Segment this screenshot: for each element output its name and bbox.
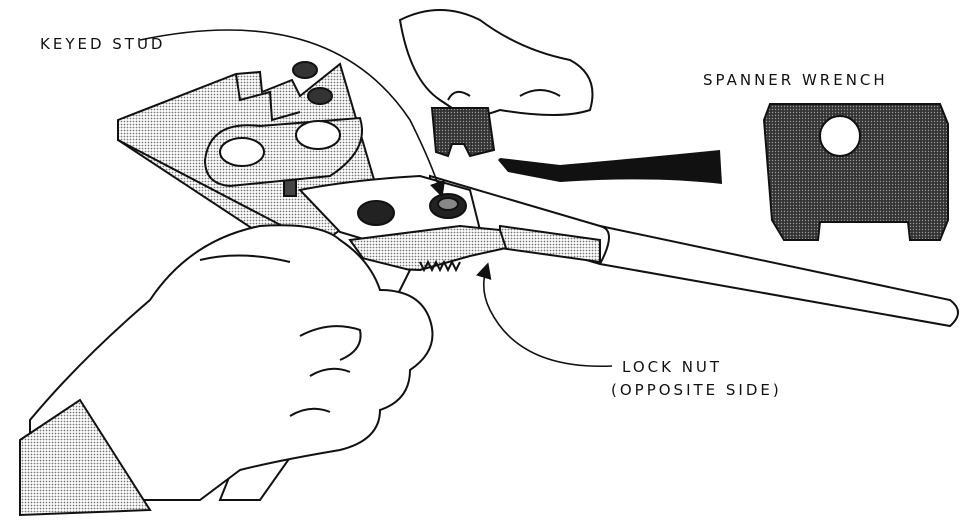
lock-nut-sublabel: (OPPOSITE SIDE) [611, 381, 782, 399]
spanner-wrench-label: SPANNER WRENCH [703, 71, 888, 89]
keyed-stud-label: KEYED STUD [40, 35, 166, 53]
lock-nut-label: LOCK NUT [622, 358, 722, 376]
leader-lock-nut [484, 270, 612, 366]
hand-holding-spanner [400, 10, 593, 120]
spanner-wrench-detail [764, 104, 948, 240]
arrow-spanner [498, 150, 722, 184]
spanner-in-hand [432, 108, 494, 156]
